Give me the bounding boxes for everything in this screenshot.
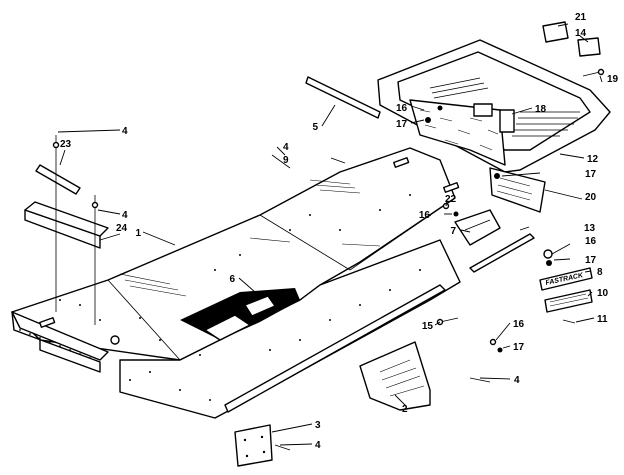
callout-7: 7 [450,226,456,237]
callout-17-bumper: 17 [396,119,408,130]
callout-16-mid: 16 [419,210,431,221]
left-brackets [24,135,109,325]
callout-16-lower: 16 [513,319,525,330]
callout-4-right: 4 [514,375,520,386]
callout-16-axle: 16 [585,236,597,247]
callout-5: 5 [312,122,318,133]
callout-19: 19 [607,74,619,85]
footrest-bracket [359,341,431,411]
tunnel-assembly [11,147,461,419]
callout-11: 11 [597,314,608,325]
callout-4-top: 4 [283,142,289,153]
rear-bracket [454,209,501,246]
callout-15: 15 [422,321,434,332]
callout-17-axle: 17 [585,255,597,266]
rear-bumper-assembly [377,21,611,213]
callout-17-flap: 17 [585,169,597,180]
callout-8: 8 [597,267,603,278]
reflector-strip [544,289,593,313]
callout-14: 14 [575,28,587,39]
leader-lines [57,23,603,446]
callout-20: 20 [585,192,597,203]
callout-24: 24 [116,223,128,234]
callout-4-bottom: 4 [315,440,321,451]
callout-13: 13 [584,223,596,234]
callout-12: 12 [587,154,599,165]
fasteners [271,154,576,451]
tunnel-trim-strip [305,76,381,119]
fastrack-decal: FASTRACK [539,267,593,291]
callout-6: 6 [229,274,235,285]
callout-1: 1 [135,228,141,239]
callout-21: 21 [575,12,587,23]
callout-4-upper-left: 4 [122,126,128,137]
callout-2: 2 [402,404,408,415]
callout-16-bumper: 16 [396,103,408,114]
callout-4-left: 4 [122,210,128,221]
callout-3: 3 [315,420,321,431]
mounting-plate [234,424,273,467]
callout-22: 22 [445,194,457,205]
callout-23: 23 [60,139,72,150]
callout-labels: 1 2 3 4 4 4 4 4 5 6 7 8 9 10 11 12 13 14… [60,12,619,451]
callout-18: 18 [535,104,547,115]
rear-axle [469,233,553,273]
callout-17-lower: 17 [513,342,525,353]
callout-9: 9 [283,155,289,166]
callout-10: 10 [597,288,609,299]
